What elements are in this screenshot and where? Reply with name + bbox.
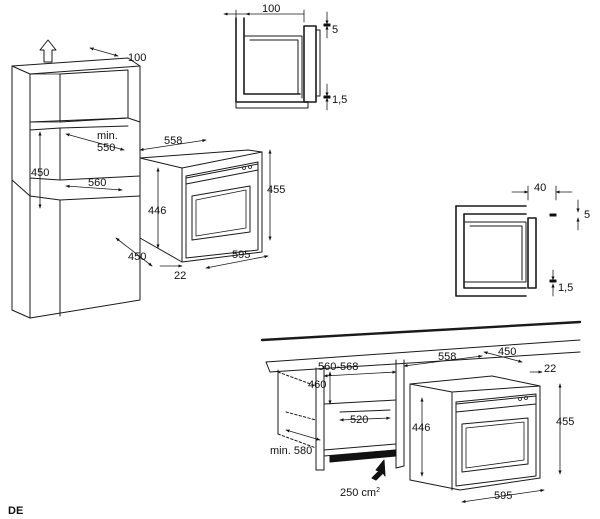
- figure-a-tall-cabinet: 100 450 min. 550 560 450 558: [11, 39, 285, 319]
- dim-front-depth: 450: [128, 251, 146, 263]
- dim-frame-width-d: 595: [494, 490, 512, 502]
- dim-niche-width-d: 560-568: [318, 361, 358, 373]
- dim-door-depth-a: 22: [174, 270, 186, 282]
- dim-oven-front-height-a: 446: [148, 205, 166, 217]
- figure-c-section: [455, 205, 557, 297]
- dim-min-label: min.: [97, 130, 118, 142]
- dim-oven-height-a: 455: [267, 184, 285, 196]
- dim-gap-top-b: 100: [262, 3, 280, 15]
- dim-gap-bottom-c: 1,5: [558, 282, 573, 294]
- dim-inner-width-d: 520: [350, 414, 368, 426]
- dim-gap-bottom-b: 1,5: [332, 94, 347, 106]
- language-code: DE: [8, 505, 23, 517]
- dim-gap-right-c: 5: [584, 209, 590, 221]
- figure-d-under-counter: [260, 320, 582, 491]
- dim-niche-height-d: 460: [308, 379, 326, 391]
- dim-door-depth-d: 22: [544, 363, 556, 375]
- dim-niche-width: 560: [88, 177, 106, 189]
- dim-niche-min-width: 550: [97, 142, 115, 154]
- figure-a-dimensions: 100 450 min. 550 560 450: [31, 47, 153, 267]
- oven-unit-d: [409, 375, 541, 491]
- dim-oven-depth-d: 450: [498, 346, 516, 358]
- dim-gap-top-c: 40: [534, 182, 546, 194]
- figure-d-dimensions: 558 450 22 460 560-568 520 min. 580 250 …: [270, 346, 574, 504]
- dim-vent-area-d: 250 cm2: [340, 487, 380, 499]
- dim-gap-right-b: 5: [332, 24, 338, 36]
- oven-unit-a: [139, 149, 263, 263]
- ventilation-up-arrow-icon: [39, 39, 57, 63]
- dim-top-depth: 100: [128, 52, 146, 64]
- dim-oven-width-d: 558: [438, 351, 456, 363]
- dim-niche-height: 450: [31, 167, 49, 179]
- dim-oven-frame-width-a: 595: [232, 249, 250, 261]
- figure-b-dimensions: 100 5 1,5: [223, 3, 347, 111]
- oven-a-dimensions: 558 446 455 595 22: [139, 135, 285, 282]
- vent-arrow-icon: [371, 459, 386, 481]
- dim-niche-depth-d: min. 580: [270, 445, 312, 457]
- dim-oven-height-d: 455: [556, 416, 574, 428]
- dim-oven-front-height-d: 446: [412, 422, 430, 434]
- dim-oven-width-a: 558: [164, 135, 182, 147]
- figure-b-section: [235, 17, 331, 109]
- tall-cabinet: [11, 57, 141, 319]
- base-cabinet: [277, 359, 405, 471]
- figure-c-dimensions: 40 5 1,5: [511, 182, 590, 297]
